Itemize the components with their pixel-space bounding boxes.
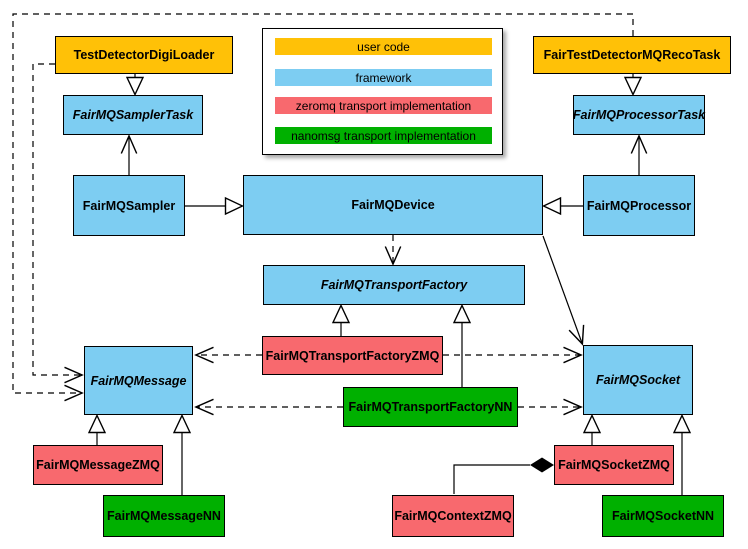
node-label: FairMQProcessorTask [572,108,706,122]
legend-item-zeromq: zeromq transport implementation [275,97,492,114]
legend-item-framework: framework [275,69,492,86]
node-label: FairMQSamplerTask [72,108,194,122]
node-label: FairMQSocketZMQ [558,458,670,472]
node-fair-mq-transport-factory-nn: FairMQTransportFactoryNN [343,387,518,427]
node-label: FairMQContextZMQ [394,509,512,523]
node-label: FairMQProcessor [586,198,692,213]
composition-diamond [530,457,554,473]
node-fair-mq-transport-factory-zmq: FairMQTransportFactoryZMQ [262,336,443,375]
node-label: FairMQMessage [90,373,187,388]
node-fair-mq-context-zmq: FairMQContextZMQ [392,495,514,537]
node-fair-mq-message-zmq: FairMQMessageZMQ [33,445,163,485]
node-test-detector-digi-loader: TestDetectorDigiLoader [55,36,233,74]
node-fair-mq-transport-factory: FairMQTransportFactory [263,265,525,305]
legend-label: framework [355,70,412,85]
node-label: FairMQMessageZMQ [36,458,160,472]
node-fair-mq-sampler-task: FairMQSamplerTask [63,95,203,135]
node-label: FairMQDevice [351,198,435,212]
legend-panel: user code framework zeromq transport imp… [262,28,503,155]
node-fair-mq-processor-task: FairMQProcessorTask [573,95,705,135]
legend-label: zeromq transport implementation [295,98,472,113]
edge-device-socket-association [542,235,585,346]
node-label: FairMQSocketNN [611,509,715,523]
legend-label: nanomsg transport implementation [291,128,476,143]
node-fair-mq-message-nn: FairMQMessageNN [103,495,225,537]
node-label: FairTestDetectorMQRecoTask [543,48,721,62]
node-label: FairMQTransportFactory [320,278,468,292]
node-fair-mq-socket: FairMQSocket [583,345,693,415]
node-label: FairMQSampler [82,198,176,213]
node-fair-mq-processor: FairMQProcessor [583,175,695,236]
legend-label: user code [357,39,410,54]
node-fair-mq-device: FairMQDevice [243,175,543,235]
legend-item-nanomsg: nanomsg transport implementation [275,127,492,144]
node-fair-mq-message: FairMQMessage [84,346,193,415]
node-label: FairMQMessageNN [107,509,221,523]
node-label: FairMQSocket [595,373,681,387]
node-fair-mq-socket-nn: FairMQSocketNN [602,495,724,537]
edge-socketzmq-contextzmq-composition [453,464,530,494]
node-fair-mq-sampler: FairMQSampler [73,175,185,236]
node-label: FairMQTransportFactoryZMQ [265,348,440,363]
node-label: FairMQTransportFactoryNN [348,400,513,414]
node-label: TestDetectorDigiLoader [73,48,215,62]
legend-item-user-code: user code [275,38,492,55]
node-fair-test-detector-mq-reco-task: FairTestDetectorMQRecoTask [533,36,731,74]
node-fair-mq-socket-zmq: FairMQSocketZMQ [554,445,674,485]
